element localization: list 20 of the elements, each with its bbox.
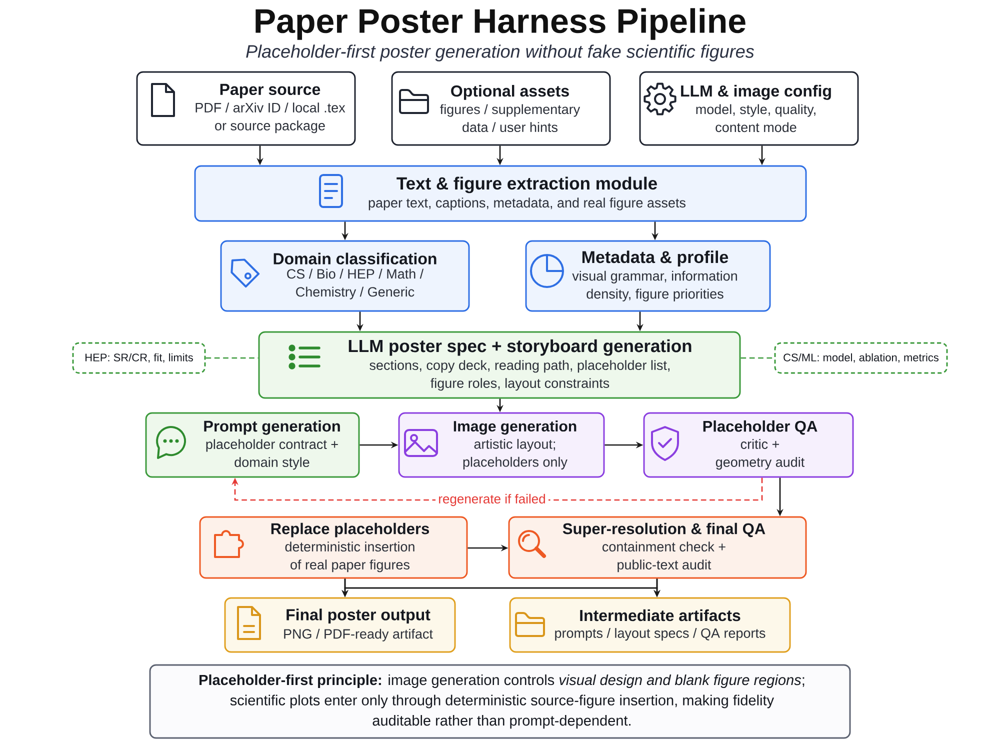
process-box: Placeholder QA critic + geometry audit (643, 412, 854, 478)
process-box: Text & figure extraction module paper text, captions, metadata, and real figure assets (194, 165, 807, 222)
process-box: Paper source PDF / arXiv ID / local .tex or source package (136, 71, 356, 146)
subtitle: Placeholder-first poster generation without fake scientific figures (246, 44, 754, 62)
process-box: Prompt generation placeholder contract + domain style (145, 412, 360, 478)
process-box: Final poster output PNG / PDF-ready artifact (224, 597, 456, 653)
process-box: Intermediate artifacts prompts / layout specs / QA reports (509, 597, 791, 653)
title: Paper Poster Harness Pipeline (256, 8, 746, 40)
note-box: Placeholder-first principle: image generation controls visual design and blank figure regions; scientific plots enter only through deterministic source-figure insertion, making fidelity auditable rather than prompt-dependent. (149, 664, 851, 739)
dashed-note-box: HEP: SR/CR, fit, limits (72, 342, 206, 374)
process-box: Super-resolution & final QA containment check + public-text audit (508, 516, 807, 579)
process-box: LLM & image config model, style, quality, content mode (639, 71, 859, 146)
process-box: LLM poster spec + storyboard generation sections, copy deck, reading path, placeholder list, figure roles, layout constraints (258, 331, 741, 399)
process-box: Image generation artistic layout; placeholders only (398, 412, 605, 478)
process-box: Metadata & profile visual grammar, information density, figure priorities (525, 240, 771, 312)
process-box: Optional assets figures / supplementary data / user hints (391, 71, 611, 146)
edge-label: regenerate if failed (436, 491, 548, 509)
dashed-note-box: CS/ML: model, ablation, metrics (774, 342, 948, 374)
process-box: Domain classification CS / Bio / HEP / Math / Chemistry / Generic (220, 240, 470, 312)
process-box: Replace placeholders deterministic insertion of real paper figures (199, 516, 468, 579)
